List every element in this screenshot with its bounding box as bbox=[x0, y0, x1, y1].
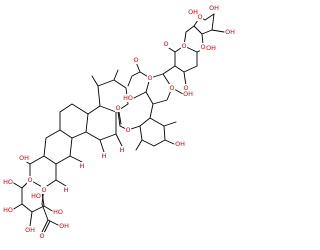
label-background bbox=[182, 90, 194, 98]
acid-oh-label: OH bbox=[59, 222, 69, 230]
glucose-oh-top-label: OH bbox=[19, 154, 29, 162]
label-background bbox=[52, 208, 64, 216]
label-background bbox=[124, 126, 132, 134]
steroid-h3-label: H bbox=[80, 162, 85, 170]
structure-canvas: OH OH OH O O OH O O O O O HO O OH O OH O… bbox=[2, 4, 236, 240]
label-background bbox=[18, 154, 30, 162]
glucose-link-o-label: O bbox=[41, 186, 46, 194]
label-background bbox=[174, 140, 186, 148]
label-background bbox=[100, 152, 108, 160]
label-background bbox=[180, 42, 188, 50]
acetyl-o2-label: O bbox=[133, 56, 138, 64]
acetyl-o1-label: O bbox=[163, 40, 168, 48]
label-background bbox=[132, 56, 140, 64]
label-background bbox=[24, 226, 36, 234]
acid-ho-label: HO bbox=[53, 208, 63, 216]
label-background bbox=[162, 40, 170, 48]
sugar-top-link-o-label: O bbox=[200, 43, 205, 51]
sugar-top-oh2-label: OH bbox=[188, 8, 198, 16]
label-background bbox=[208, 4, 220, 12]
label-background bbox=[2, 206, 14, 214]
atom-labels: OH OH OH O O OH O O O O O HO O OH O OH O… bbox=[3, 4, 235, 240]
sugar-top-oh3-label: OH bbox=[225, 28, 235, 36]
ring-c-ho-label: HO bbox=[123, 94, 133, 102]
label-background bbox=[114, 104, 122, 112]
carbonyl-o-label: O bbox=[115, 104, 120, 112]
sugar-top-ring-o-label: O bbox=[197, 13, 202, 21]
label-background bbox=[78, 162, 86, 170]
sugar-top-oh1-label: OH bbox=[209, 4, 219, 12]
glucose-oh-label: OH bbox=[25, 226, 35, 234]
aglycone-ho-label: HO bbox=[31, 192, 41, 200]
label-background bbox=[26, 176, 34, 184]
glucose-o-label: O bbox=[27, 176, 32, 184]
label-background bbox=[182, 84, 190, 92]
label-background bbox=[187, 8, 199, 16]
label-backgrounds bbox=[2, 4, 236, 240]
label-background bbox=[168, 84, 176, 92]
steroid-h1-label: H bbox=[102, 152, 107, 160]
steroid-h4-label: H bbox=[64, 186, 69, 194]
ring-c-oh2-label: OH bbox=[175, 140, 185, 148]
label-background bbox=[122, 94, 134, 102]
ring-c-oh-label: OH bbox=[183, 90, 193, 98]
ring-b-o-acetyl-label: O bbox=[147, 74, 152, 82]
label-background bbox=[58, 222, 70, 230]
label-background bbox=[118, 146, 126, 154]
ring-b-link-o-label: O bbox=[183, 84, 188, 92]
label-background bbox=[196, 13, 204, 21]
steroid-h2-label: H bbox=[120, 146, 125, 154]
ring-c-o-label: O bbox=[169, 84, 174, 92]
molecule-diagram: OH OH OH O O OH O O O O O HO O OH O OH O… bbox=[2, 4, 236, 240]
glucose-ho1-label: HO bbox=[3, 178, 13, 186]
bond-lines bbox=[11, 13, 225, 234]
ring-b-o-label: O bbox=[181, 42, 186, 50]
glucose-ho2-label: HO bbox=[3, 206, 13, 214]
label-background bbox=[40, 186, 48, 194]
acid-o-label: O bbox=[39, 232, 44, 240]
label-background bbox=[224, 28, 236, 36]
label-background bbox=[38, 232, 46, 240]
label-background bbox=[2, 178, 14, 186]
label-background bbox=[146, 74, 154, 82]
label-background bbox=[30, 192, 42, 200]
ester-o-label: O bbox=[125, 126, 130, 134]
label-background bbox=[199, 43, 207, 51]
label-background bbox=[205, 44, 217, 52]
ring-b-oh-label: OH bbox=[206, 44, 216, 52]
label-background bbox=[62, 186, 70, 194]
